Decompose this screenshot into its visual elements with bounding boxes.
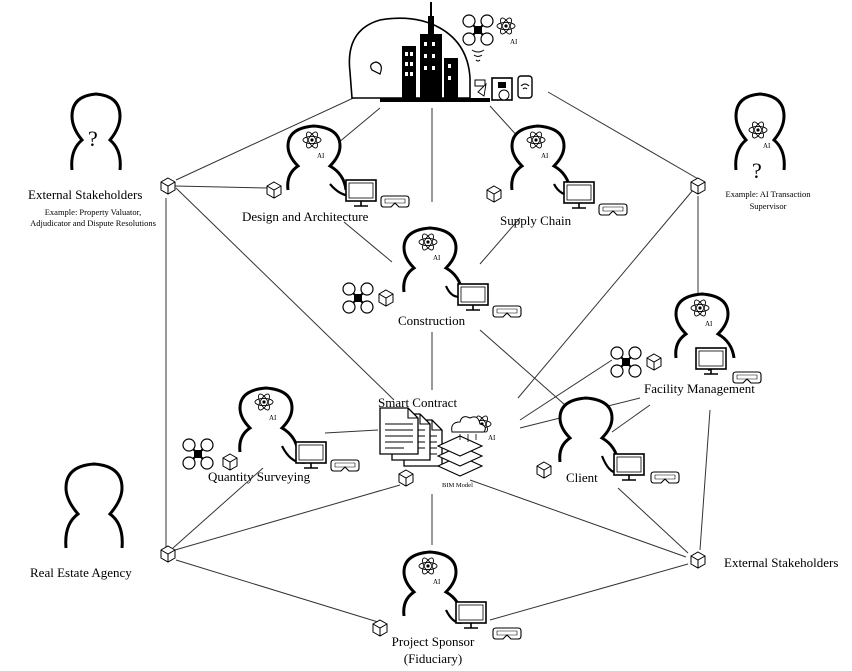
smart-contract-documents (379, 407, 443, 467)
design-architecture-person (286, 124, 348, 191)
svg-text:AI: AI (763, 142, 771, 150)
bim-model-label: BIM Model (442, 482, 473, 489)
supply-chain-label: Supply Chain (500, 213, 572, 228)
city-iot-illustration (348, 2, 533, 102)
external-stakeholders-left-label: External Stakeholders (28, 187, 143, 202)
svg-text:AI: AI (433, 254, 441, 262)
facility-management-label: Facility Management (644, 381, 755, 396)
smart-contract-label: Smart Contract (378, 395, 458, 410)
svg-text:AI: AI (433, 578, 441, 586)
ai-atom-icon (496, 15, 516, 37)
person-silhouettes (64, 92, 786, 617)
svg-text:AI: AI (269, 414, 277, 422)
external-stakeholders-right-label: External Stakeholders (724, 555, 839, 570)
cloud-icon (451, 416, 486, 442)
ai-supervisor-example-1: Example: AI Transaction (725, 189, 811, 199)
ai-badge-texts: AI AI AI AI AI AI AI AI AI (269, 38, 771, 586)
construction-label: Construction (398, 313, 466, 328)
real-estate-agency-label: Real Estate Agency (30, 565, 132, 580)
project-sponsor-fiduciary-label: (Fiduciary) (403, 651, 463, 666)
question-mark-right: ? (752, 158, 762, 183)
project-sponsor-person (402, 550, 464, 617)
device-cables (281, 183, 722, 624)
monitor-icons (295, 179, 727, 629)
client-person (558, 396, 620, 463)
ai-supervisor-person (734, 92, 786, 171)
svg-text:AI: AI (510, 38, 518, 46)
connection-lines (165, 87, 711, 623)
external-stakeholder-left-person (70, 92, 122, 171)
quantity-surveying-person (238, 386, 300, 453)
facility-management-person (674, 292, 736, 359)
svg-text:AI: AI (541, 152, 549, 160)
svg-text:AI: AI (705, 320, 713, 328)
project-sponsor-label: Project Sponsor (391, 634, 475, 649)
client-label: Client (566, 470, 598, 485)
design-architecture-label: Design and Architecture (242, 209, 369, 224)
supply-chain-person (510, 124, 572, 191)
ai-supervisor-example-2: Supervisor (749, 201, 787, 211)
bim-model-layers-icon (436, 435, 484, 477)
external-stakeholders-left-example-2: Adjudicator and Dispute Resolutions (30, 218, 156, 228)
construction-person (402, 226, 464, 293)
real-estate-agency-person (64, 462, 124, 549)
svg-text:AI: AI (488, 434, 496, 442)
quantity-surveying-label: Quantity Surveying (208, 469, 311, 484)
svg-text:AI: AI (317, 152, 325, 160)
external-stakeholders-left-example-1: Example: Property Valuator, (44, 207, 142, 217)
question-mark-left: ? (88, 126, 98, 151)
